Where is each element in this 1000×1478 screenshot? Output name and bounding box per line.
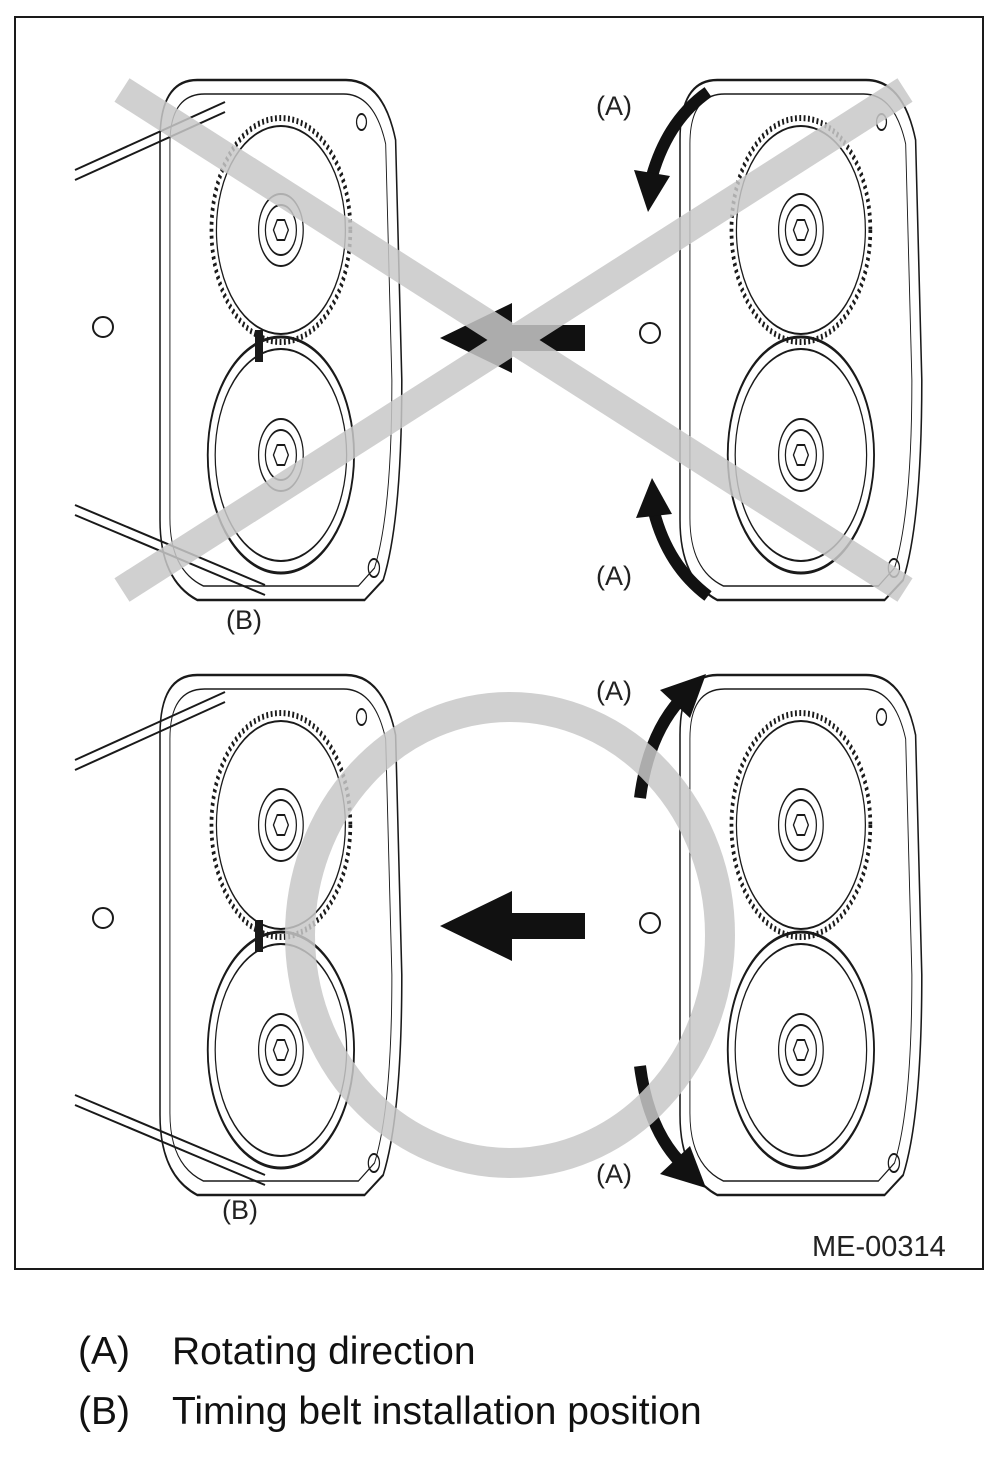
legend-key-a: (A) <box>78 1330 130 1373</box>
legend-text-b: Timing belt installation position <box>172 1390 702 1433</box>
rotation-label-top-lower: (A) <box>596 561 632 591</box>
diagram-frame <box>14 16 984 1270</box>
panel-bottom-left: (B) <box>74 675 402 1225</box>
position-label-bottom: (B) <box>222 1195 258 1225</box>
legend-text-a: Rotating direction <box>172 1330 476 1373</box>
timing-belt-diagram: (B) (A) (A) <box>74 0 946 1263</box>
rotation-label-bottom-upper: (A) <box>596 676 632 706</box>
curved-arrow-icon <box>634 87 712 212</box>
rotation-label-bottom-lower: (A) <box>596 1159 632 1189</box>
position-label-top: (B) <box>226 605 262 635</box>
curved-arrow-icon <box>634 674 706 799</box>
legend-item-a: (A) Rotating direction <box>78 1330 476 1374</box>
panel-top-right: (A) (A) <box>596 80 922 600</box>
legend-key-b: (B) <box>78 1390 130 1433</box>
arrow-left-icon <box>440 891 585 961</box>
rotation-label-top-upper: (A) <box>596 91 632 121</box>
x-mark-icon <box>114 78 913 602</box>
curved-arrow-icon <box>636 478 712 601</box>
circle-mark-icon <box>285 692 735 1178</box>
legend-item-b: (B) Timing belt installation position <box>78 1390 702 1434</box>
figure-code: ME-00314 <box>812 1231 946 1263</box>
